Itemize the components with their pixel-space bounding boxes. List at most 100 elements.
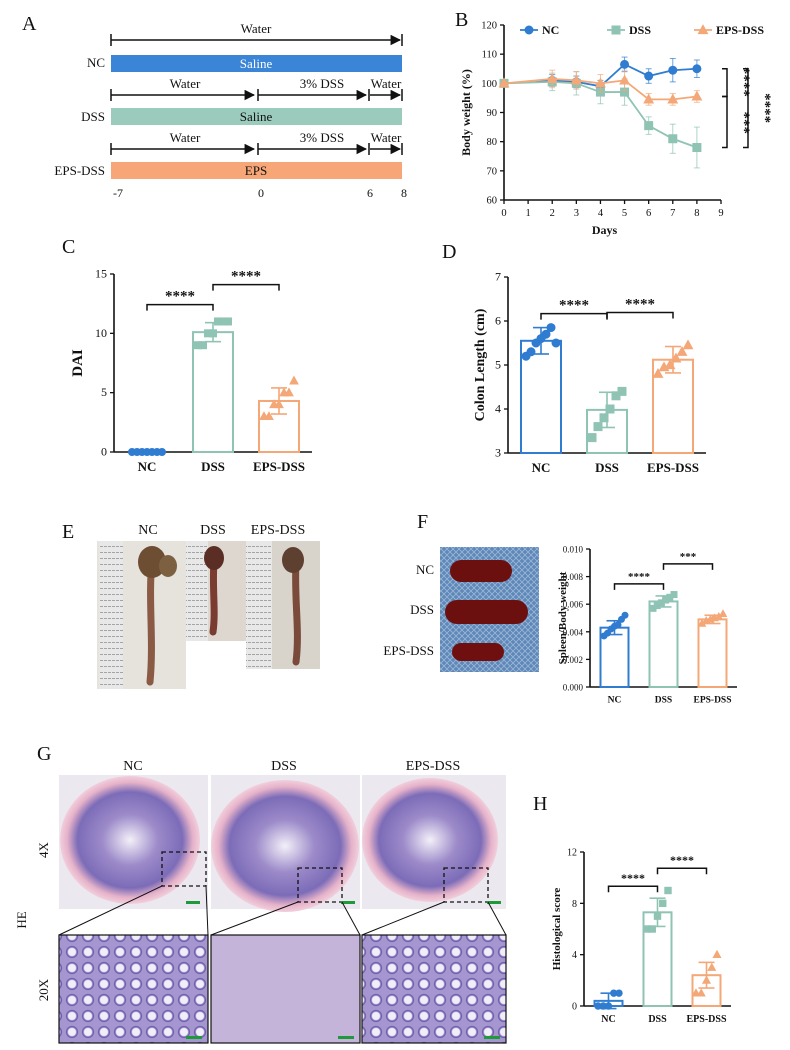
histology-col-label-dss: DSS [271, 759, 297, 774]
data-point-eps-dss [619, 74, 630, 85]
significance-bracket [540, 312, 608, 320]
scale-bar [487, 901, 501, 904]
data-point-nc [604, 1002, 613, 1010]
significance-stars: *** [680, 551, 697, 563]
data-point-eps-dss [707, 962, 717, 971]
spleen-label-nc: NC [416, 562, 434, 577]
data-point-nc [621, 611, 629, 619]
data-point-eps-dss [712, 949, 722, 959]
data-point-nc [546, 323, 556, 333]
legend-label-nc: NC [542, 23, 559, 37]
panel-e-colon-photos: NC DSS EPS-DSS [97, 523, 320, 689]
series-line-eps-dss [503, 78, 697, 101]
legend-marker-nc [524, 25, 534, 35]
scheme-bar-label-dss: Saline [240, 109, 273, 124]
scheme-group-label-nc: NC [87, 55, 105, 70]
histology-20x-eps-dss [361, 934, 507, 1044]
x-tick-label: 0 [501, 208, 506, 219]
data-point-eps-dss [274, 399, 284, 409]
panel-letter-h: H [533, 793, 547, 815]
y-tick-label: 12 [567, 848, 577, 859]
data-point-eps-dss [498, 77, 510, 88]
significance-stars: **** [736, 67, 752, 97]
data-point-eps-dss [264, 411, 274, 421]
spleen-eps-dss [452, 643, 504, 661]
y-tick-label: 0.010 [563, 545, 584, 555]
data-point-dss [668, 134, 678, 144]
y-tick-label: 6 [495, 314, 501, 328]
colon-specimen-eps-dss [292, 558, 301, 666]
data-point-nc [158, 448, 166, 456]
cecum-dss [204, 546, 224, 570]
panel-letter-f: F [417, 511, 428, 533]
data-point-nc [614, 621, 622, 629]
data-point-nc [668, 65, 678, 75]
scheme-group-label-eps-dss: EPS-DSS [54, 163, 105, 178]
x-category-label: NC [532, 460, 551, 475]
y-tick-label: 0.002 [563, 655, 583, 665]
photo-label-eps-dss: EPS-DSS [251, 523, 305, 538]
spleen-dss [445, 600, 528, 624]
scheme-group-label-dss: DSS [81, 109, 105, 124]
legend-marker-dss [611, 25, 621, 35]
significance-stars: **** [757, 93, 773, 123]
y-tick-label: 0.000 [563, 683, 584, 693]
panel-letter-b: B [455, 9, 468, 31]
y-axis-label: Histological score [551, 888, 563, 971]
scheme-bar-eps-dss [111, 162, 402, 179]
histology-stain-label: HE [14, 911, 29, 928]
colon-specimen-dss [209, 556, 218, 636]
data-point-dss [599, 413, 609, 423]
data-point-eps-dss [595, 77, 606, 88]
x-category-label: EPS-DSS [647, 460, 699, 475]
panel-letter-a: A [22, 13, 37, 35]
significance-stars: *** [736, 111, 752, 134]
scheme-segment-label: 3% DSS [300, 130, 344, 145]
data-point-nc [692, 64, 702, 74]
cecum-eps-dss [282, 547, 304, 573]
scheme-segment-label: Water [170, 130, 201, 145]
x-tick-label: 6 [646, 208, 651, 219]
zoom-line [341, 901, 361, 936]
y-axis-label: DAI [70, 349, 86, 377]
y-axis-label: Spleen/Body weight [557, 571, 569, 664]
bar-eps-dss [697, 618, 728, 689]
x-category-label: DSS [595, 460, 619, 475]
panel-f-spleen-photos: NC DSS EPS-DSS [383, 547, 539, 672]
histology-20x-dss [210, 934, 361, 1044]
y-axis-label: Body weight (%) [459, 69, 473, 156]
legend-label-dss: DSS [629, 23, 651, 37]
cecum-nc-2 [159, 555, 177, 577]
y-tick-label: 0.008 [563, 572, 584, 582]
scale-bar [484, 1036, 500, 1039]
scale-bar [338, 1036, 354, 1039]
data-point-eps-dss [718, 609, 728, 618]
spleen-label-dss: DSS [410, 602, 434, 617]
data-point-nc [551, 338, 561, 348]
x-category-label: EPS-DSS [693, 696, 731, 706]
panel-letter-c: C [62, 236, 75, 258]
significance-bracket [662, 563, 714, 570]
x-category-label: NC [608, 696, 622, 706]
photo-label-nc: NC [138, 523, 157, 538]
colon-section-dss [211, 780, 359, 912]
scheme-segment-label: Water [371, 76, 402, 91]
ruler [246, 541, 272, 669]
scheme-segment-label: Water [241, 21, 272, 36]
data-point-eps-dss [696, 988, 706, 997]
x-tick-label: 2 [550, 208, 555, 219]
y-tick-label: 0.006 [563, 600, 584, 610]
x-category-label: EPS-DSS [686, 1014, 726, 1025]
y-tick-label: 60 [487, 196, 498, 207]
y-tick-label: 5 [101, 385, 107, 399]
data-point-dss [605, 404, 615, 414]
data-point-dss [692, 143, 702, 152]
data-point-dss [664, 886, 672, 895]
significance-bracket [743, 68, 749, 149]
zoom-box-eps-dss [443, 867, 489, 903]
scheme-segment-label: Water [371, 130, 402, 145]
x-tick-label: 9 [718, 208, 723, 219]
